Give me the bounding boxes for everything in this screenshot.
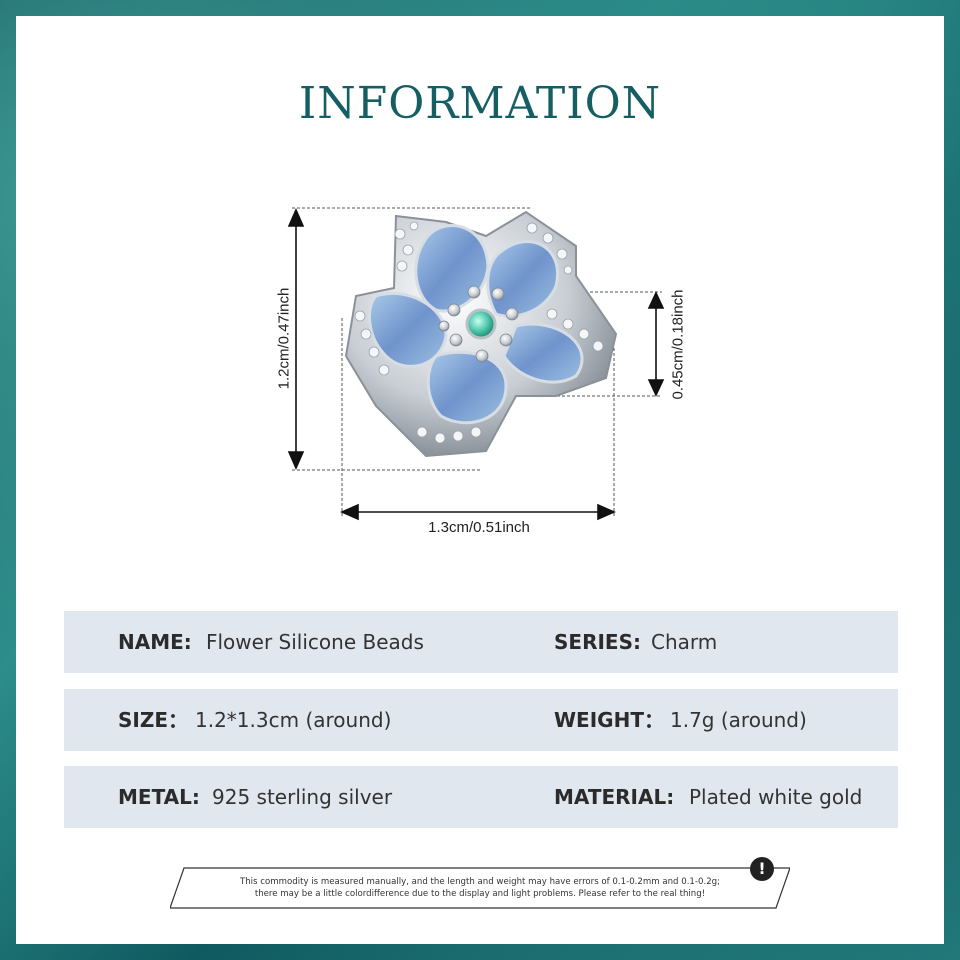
warning-icon: ! — [750, 857, 774, 881]
notice-text: This commodity is measured manually, and… — [30, 876, 930, 900]
spec-value: 925 sterling silver — [212, 785, 393, 809]
spec-label: SIZE： — [118, 708, 189, 732]
spec-value: Charm — [651, 630, 718, 654]
spec-label: WEIGHT： — [554, 708, 664, 732]
flower-charm-image — [344, 210, 618, 458]
notice-box — [170, 867, 790, 909]
spec-row-name: NAME: Flower Silicone Beads SERIES: Char… — [64, 611, 898, 673]
spec-label: NAME: — [118, 630, 192, 654]
notice-line-2: there may be a little colordifference du… — [254, 889, 706, 899]
spec-label: MATERIAL: — [554, 785, 675, 809]
spec-row-size: SIZE： 1.2*1.3cm (around) WEIGHT： 1.7g (a… — [64, 689, 898, 751]
spec-label: SERIES: — [554, 630, 641, 654]
width-dimension-label: 1.3cm/0.51inch — [428, 519, 530, 536]
notice-line-1: This commodity is measured manually, and… — [239, 877, 721, 887]
spec-value: Plated white gold — [689, 785, 863, 809]
hole-dimension-label: 0.45cm/0.18inch — [669, 289, 687, 400]
spec-value: Flower Silicone Beads — [206, 630, 424, 654]
spec-value: 1.2*1.3cm (around) — [195, 708, 392, 732]
spec-row-metal: METAL: 925 sterling silver MATERIAL: Pla… — [64, 766, 898, 828]
spec-value: 1.7g (around) — [670, 708, 807, 732]
height-dimension-label: 1.2cm/0.47inch — [275, 287, 293, 390]
page-title: INFORMATION — [298, 78, 662, 129]
spec-label: METAL: — [118, 785, 200, 809]
